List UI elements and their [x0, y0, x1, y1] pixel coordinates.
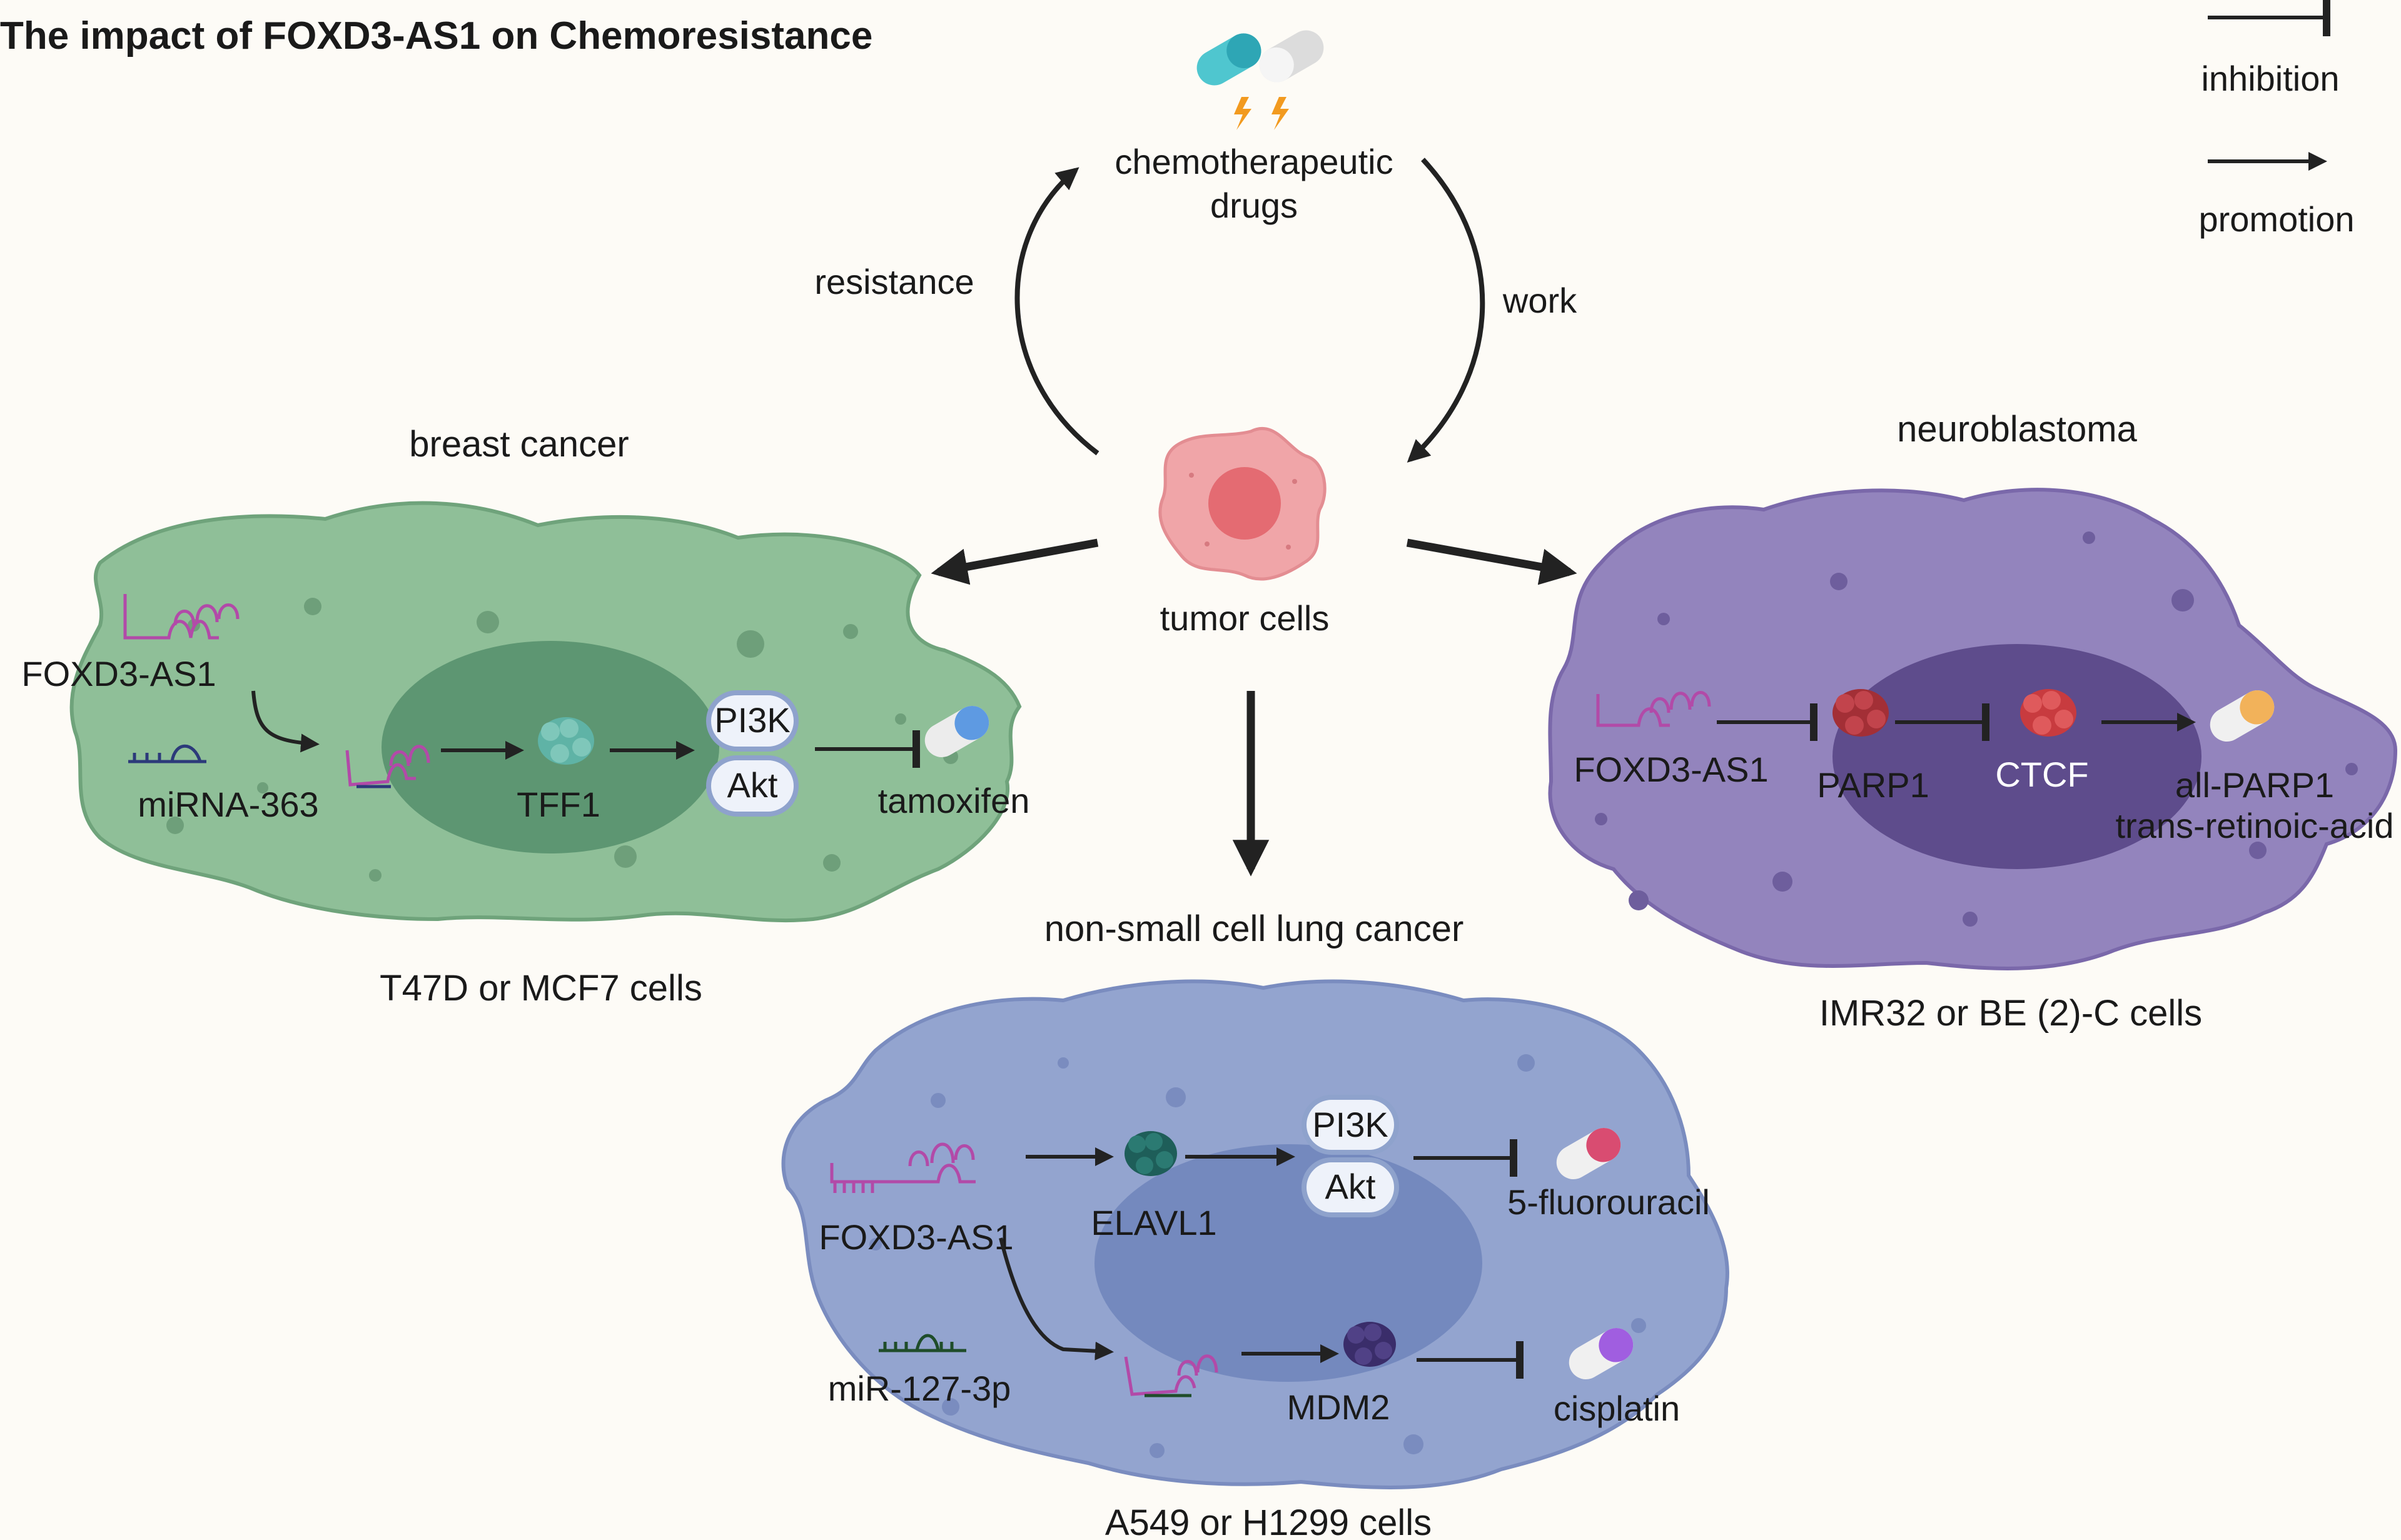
neuro-lncrna-icon	[1596, 691, 1711, 727]
lightning-icon	[1234, 97, 1251, 130]
legend-inhibition: inhibition	[2201, 59, 2339, 98]
lightning-icon	[1271, 97, 1289, 130]
breast-cells-label: T47D or MCF7 cells	[380, 968, 702, 1009]
mdm2-protein-icon	[1343, 1322, 1396, 1367]
work-label: work	[1502, 281, 1577, 320]
lung-mirna-icon	[879, 1334, 966, 1352]
drugs-label-line2: drugs	[1210, 186, 1298, 225]
neuro-lncrna-label: FOXD3-AS1	[1574, 750, 1768, 789]
ctcf-protein-icon	[2020, 689, 2076, 737]
breast-mirna-icon	[128, 744, 206, 763]
retinoic-capsule-icon	[2210, 690, 2275, 742]
lung-lncrna-label: FOXD3-AS1	[819, 1217, 1013, 1257]
breast-lncrna-label: FOXD3-AS1	[21, 654, 216, 693]
breast-title: breast cancer	[409, 424, 629, 465]
neuro-drug-label-1: all-PARP1	[2175, 765, 2334, 805]
breast-pi3k-box	[706, 690, 799, 752]
lung-drug1-label: 5-fluorouracil	[1507, 1182, 1710, 1222]
drug-capsules-icon	[1196, 30, 1324, 130]
breast-drug-label: tamoxifen	[878, 781, 1030, 820]
breast-akt-box	[706, 755, 799, 817]
lung-curve-arrow	[999, 1237, 1114, 1361]
fluorouracil-capsule-icon	[1556, 1128, 1621, 1179]
lung-drug2-label: cisplatin	[1554, 1389, 1680, 1428]
neuro-cells-label: IMR32 or BE (2)-C cells	[1819, 993, 2202, 1034]
lung-pi3k-label: PI3K	[1312, 1105, 1388, 1144]
lung-akt-box	[1302, 1157, 1399, 1217]
elavl1-protein-icon	[1125, 1131, 1177, 1176]
lung-mirna-label: miR-127-3p	[828, 1369, 1011, 1408]
parp1-protein-icon	[1832, 689, 1889, 737]
neuro-title: neuroblastoma	[1897, 409, 2137, 450]
work-arrow	[1407, 158, 1485, 463]
neuro-parp1-label: PARP1	[1817, 765, 1929, 805]
lung-mdm2-label: MDM2	[1287, 1387, 1390, 1427]
lung-pi3k-box	[1302, 1095, 1399, 1155]
lung-complex-icon	[1124, 1354, 1218, 1397]
lung-akt-label: Akt	[1325, 1167, 1376, 1206]
resistance-arrow	[1014, 167, 1099, 456]
breast-akt-label: Akt	[727, 765, 778, 805]
breast-curve-arrow	[251, 690, 320, 753]
breast-tff1-label: TFF1	[517, 785, 600, 824]
breast-lncrna-icon	[123, 594, 240, 640]
drugs-label-line1: chemotherapeutic	[1115, 142, 1393, 181]
tumor-cells-label: tumor cells	[1160, 598, 1330, 638]
tumor-cell-icon	[1158, 426, 1327, 581]
resistance-label: resistance	[814, 262, 974, 301]
breast-mirna-label: miRNA-363	[138, 785, 318, 824]
tamoxifen-capsule-icon	[924, 706, 989, 757]
neuro-drug-label-2: trans-retinoic-acid	[2115, 806, 2393, 845]
lung-title: non-small cell lung cancer	[1044, 908, 1464, 949]
cisplatin-capsule-icon	[1569, 1328, 1634, 1379]
to-breast-arrow	[931, 538, 1099, 585]
legend-promotion: promotion	[2198, 199, 2354, 239]
breast-cell	[69, 501, 1022, 923]
to-neuro-arrow	[1406, 538, 1577, 585]
lung-cells-label: A549 or H1299 cells	[1105, 1502, 1432, 1540]
neuro-ctcf-label: CTCF	[1995, 755, 2088, 794]
figure-title: The impact of FOXD3-AS1 on Chemoresistan…	[0, 14, 872, 58]
lung-elavl1-label: ELAVL1	[1091, 1203, 1216, 1242]
legend: inhibition promotion	[2198, 0, 2355, 239]
tff1-protein-icon	[538, 717, 594, 765]
breast-pi3k-label: PI3K	[714, 700, 790, 740]
lung-lncrna-icon	[830, 1142, 976, 1193]
neuro-cell	[1548, 488, 2398, 970]
breast-complex-icon	[345, 745, 430, 788]
